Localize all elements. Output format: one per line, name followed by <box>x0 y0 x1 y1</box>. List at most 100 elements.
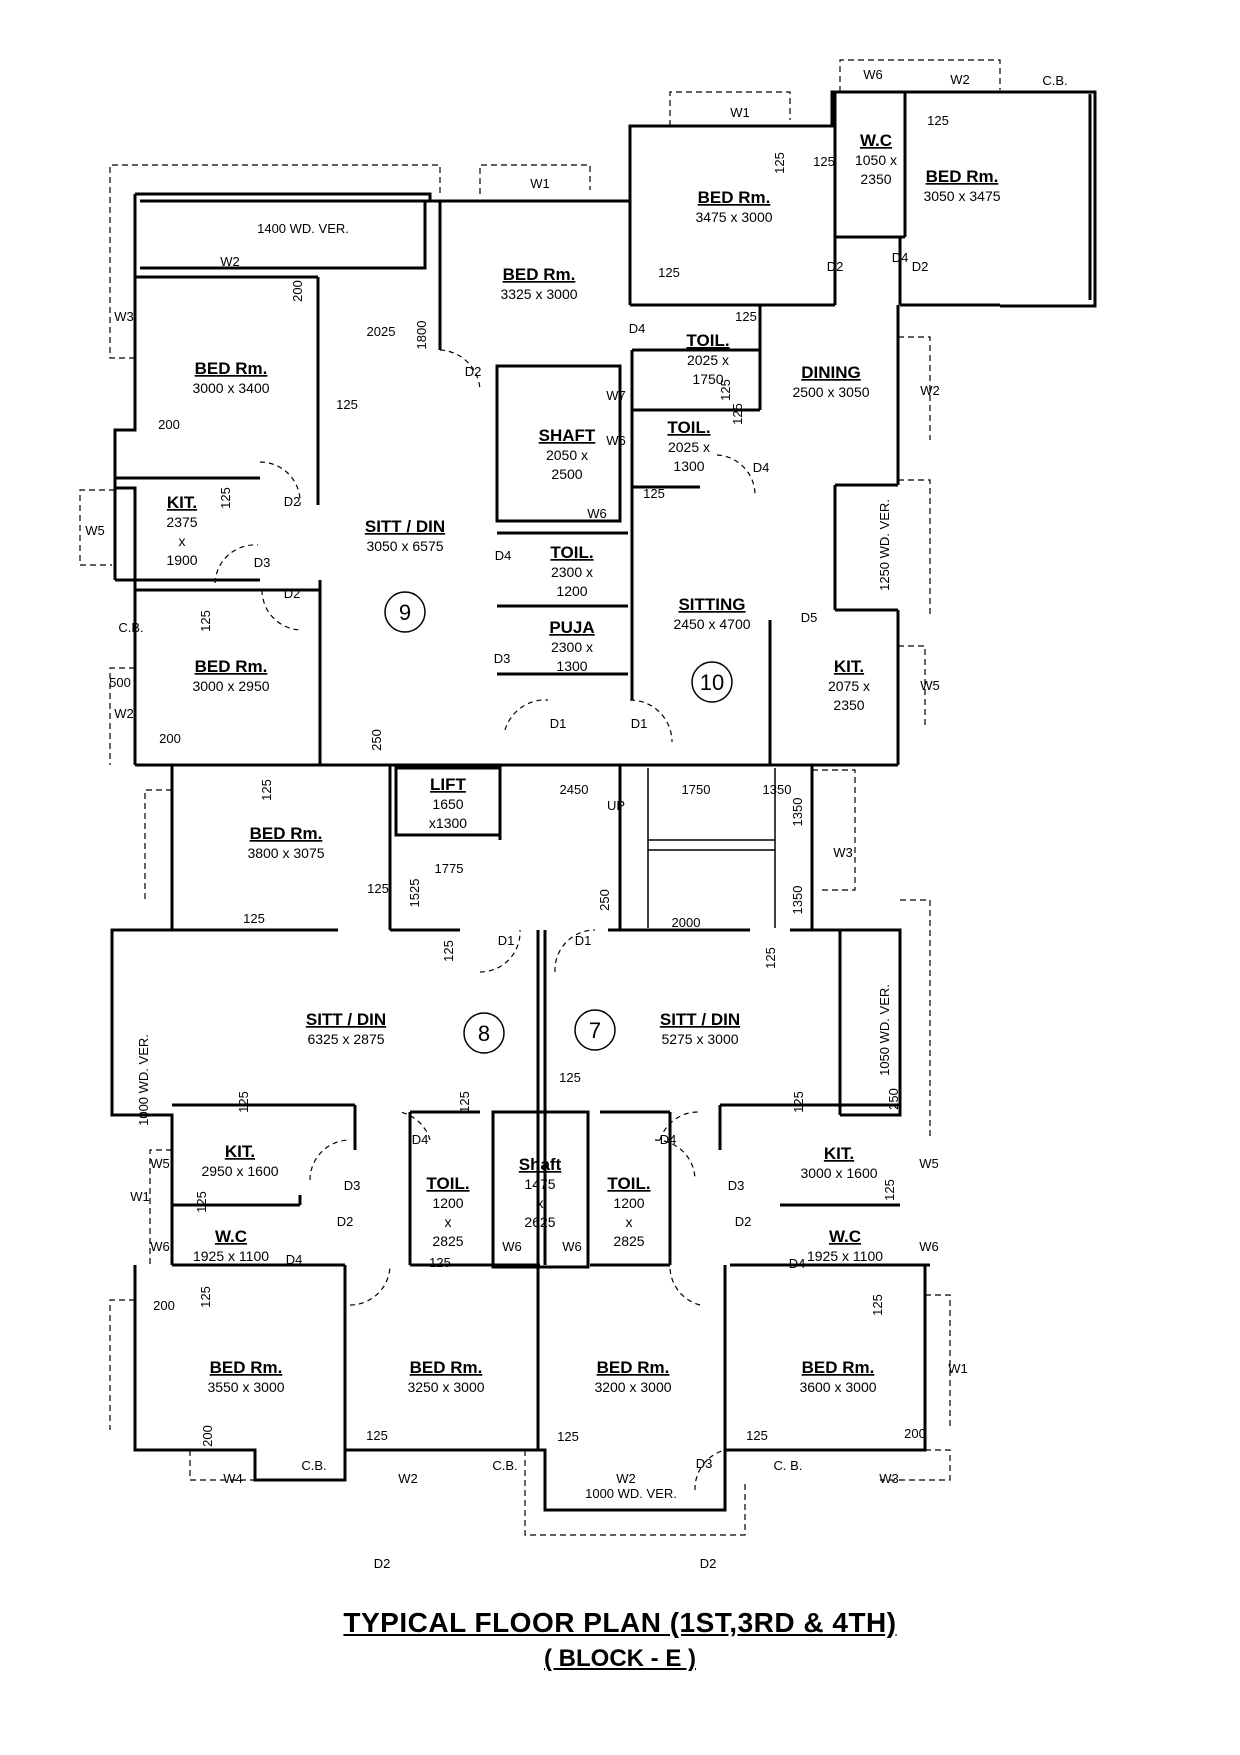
dimension-label: 125 <box>198 610 213 632</box>
unit-number: 9 <box>399 600 411 625</box>
room-dimensions: 1300 <box>673 458 704 474</box>
room-dimensions: 1300 <box>556 658 587 674</box>
room-dimensions: x1300 <box>429 815 467 831</box>
room-name: BED Rm. <box>597 1358 670 1377</box>
room-name: BED Rm. <box>195 359 268 378</box>
opening-label: W1 <box>130 1189 150 1204</box>
page-subtitle: ( BLOCK - E ) <box>544 1645 696 1672</box>
dimension-label: 125 <box>336 397 358 412</box>
dimension-label: 1800 <box>414 321 429 350</box>
opening-label: D1 <box>550 716 567 731</box>
dimension-label: 125 <box>243 911 265 926</box>
room-dimensions: 3250 x 3000 <box>407 1379 484 1395</box>
dimension-label: 125 <box>735 309 757 324</box>
room-name: TOIL. <box>686 331 729 350</box>
opening-label: W6 <box>587 506 607 521</box>
room-dimensions: 2050 x <box>546 447 588 463</box>
room-dimensions: 3475 x 3000 <box>695 209 772 225</box>
dimension-label: 125 <box>763 947 778 969</box>
opening-label: D4 <box>892 250 909 265</box>
room-dimensions: 1475 <box>524 1176 555 1192</box>
opening-label: C.B. <box>1042 73 1067 88</box>
opening-label: D2 <box>337 1214 354 1229</box>
opening-label: D2 <box>700 1556 717 1571</box>
opening-label: W2 <box>920 383 940 398</box>
room-name: BED Rm. <box>195 657 268 676</box>
opening-label: D4 <box>660 1132 677 1147</box>
room-dimensions: 2350 <box>833 697 864 713</box>
dimension-label: 125 <box>730 403 745 425</box>
dimension-label: 1775 <box>435 861 464 876</box>
dimension-label: 2450 <box>560 782 589 797</box>
room-dimensions: 3600 x 3000 <box>799 1379 876 1395</box>
room-name: SITT / DIN <box>660 1010 740 1029</box>
room-name: Shaft <box>519 1155 562 1174</box>
opening-label: W1 <box>730 105 750 120</box>
opening-label: W6 <box>502 1239 522 1254</box>
room-dimensions: 2825 <box>432 1233 463 1249</box>
dimension-label: 125 <box>927 113 949 128</box>
unit-number: 8 <box>478 1021 490 1046</box>
room-dimensions: 2500 x 3050 <box>792 384 869 400</box>
dimension-label: 200 <box>153 1298 175 1313</box>
dimension-label: 125 <box>791 1091 806 1113</box>
opening-label: D1 <box>498 933 515 948</box>
opening-label: W5 <box>919 1156 939 1171</box>
opening-label: W6 <box>150 1239 170 1254</box>
opening-label: W2 <box>220 254 240 269</box>
room-dimensions: 3000 x 2950 <box>192 678 269 694</box>
room-dimensions: 1900 <box>166 552 197 568</box>
room-name: KIT. <box>167 493 197 512</box>
opening-label: D1 <box>631 716 648 731</box>
dimension-label: 125 <box>870 1294 885 1316</box>
room-dimensions: 5275 x 3000 <box>661 1031 738 1047</box>
unit-number: 7 <box>589 1018 601 1043</box>
verandah-label: 1000 WD. VER. <box>136 1034 151 1126</box>
room-dimensions: 3325 x 3000 <box>500 286 577 302</box>
room-name: KIT. <box>824 1144 854 1163</box>
opening-label: W6 <box>863 67 883 82</box>
opening-label: D2 <box>912 259 929 274</box>
opening-label: C.B. <box>301 1458 326 1473</box>
dimension-label: 250 <box>597 889 612 911</box>
room-dimensions: 1200 <box>556 583 587 599</box>
room-dimensions: 1050 x <box>855 152 897 168</box>
opening-label: W3 <box>833 845 853 860</box>
room-dimensions: 1925 x 1100 <box>193 1248 269 1264</box>
room-dimensions: 3050 x 3475 <box>923 188 1000 204</box>
room-dimensions: 2025 x <box>668 439 710 455</box>
opening-label: W6 <box>606 433 626 448</box>
dimension-label: 1350 <box>790 798 805 827</box>
room-name: SITT / DIN <box>306 1010 386 1029</box>
room-name: BED Rm. <box>250 824 323 843</box>
room-dimensions: 1200 <box>613 1195 644 1211</box>
room-dimensions: 2075 x <box>828 678 870 694</box>
dimension-label: 125 <box>194 1191 209 1213</box>
opening-label: W7 <box>606 388 626 403</box>
opening-label: D3 <box>344 1178 361 1193</box>
opening-label: W3 <box>114 309 134 324</box>
staircase <box>647 768 776 928</box>
room-dimensions: 2450 x 4700 <box>673 616 750 632</box>
room-name: TOIL. <box>550 543 593 562</box>
room-name: BED Rm. <box>802 1358 875 1377</box>
opening-label: W5 <box>150 1156 170 1171</box>
dimension-label: 125 <box>441 940 456 962</box>
room-name: BED Rm. <box>926 167 999 186</box>
unit-number-circle <box>384 591 426 633</box>
opening-label: W2 <box>114 706 134 721</box>
room-dimensions: 2375 <box>166 514 197 530</box>
dimension-label: 250 <box>369 729 384 751</box>
room-dimensions: 3550 x 3000 <box>207 1379 284 1395</box>
page-title: TYPICAL FLOOR PLAN (1ST,3RD & 4TH) <box>343 1607 897 1638</box>
opening-label: D2 <box>827 259 844 274</box>
room-dimensions: x <box>537 1195 544 1211</box>
room-dimensions: 1650 <box>432 796 463 812</box>
dimension-label: 200 <box>159 731 181 746</box>
opening-label: W4 <box>223 1471 243 1486</box>
dimension-label: 1350 <box>790 886 805 915</box>
room-name: KIT. <box>225 1142 255 1161</box>
dimension-label: 125 <box>772 152 787 174</box>
